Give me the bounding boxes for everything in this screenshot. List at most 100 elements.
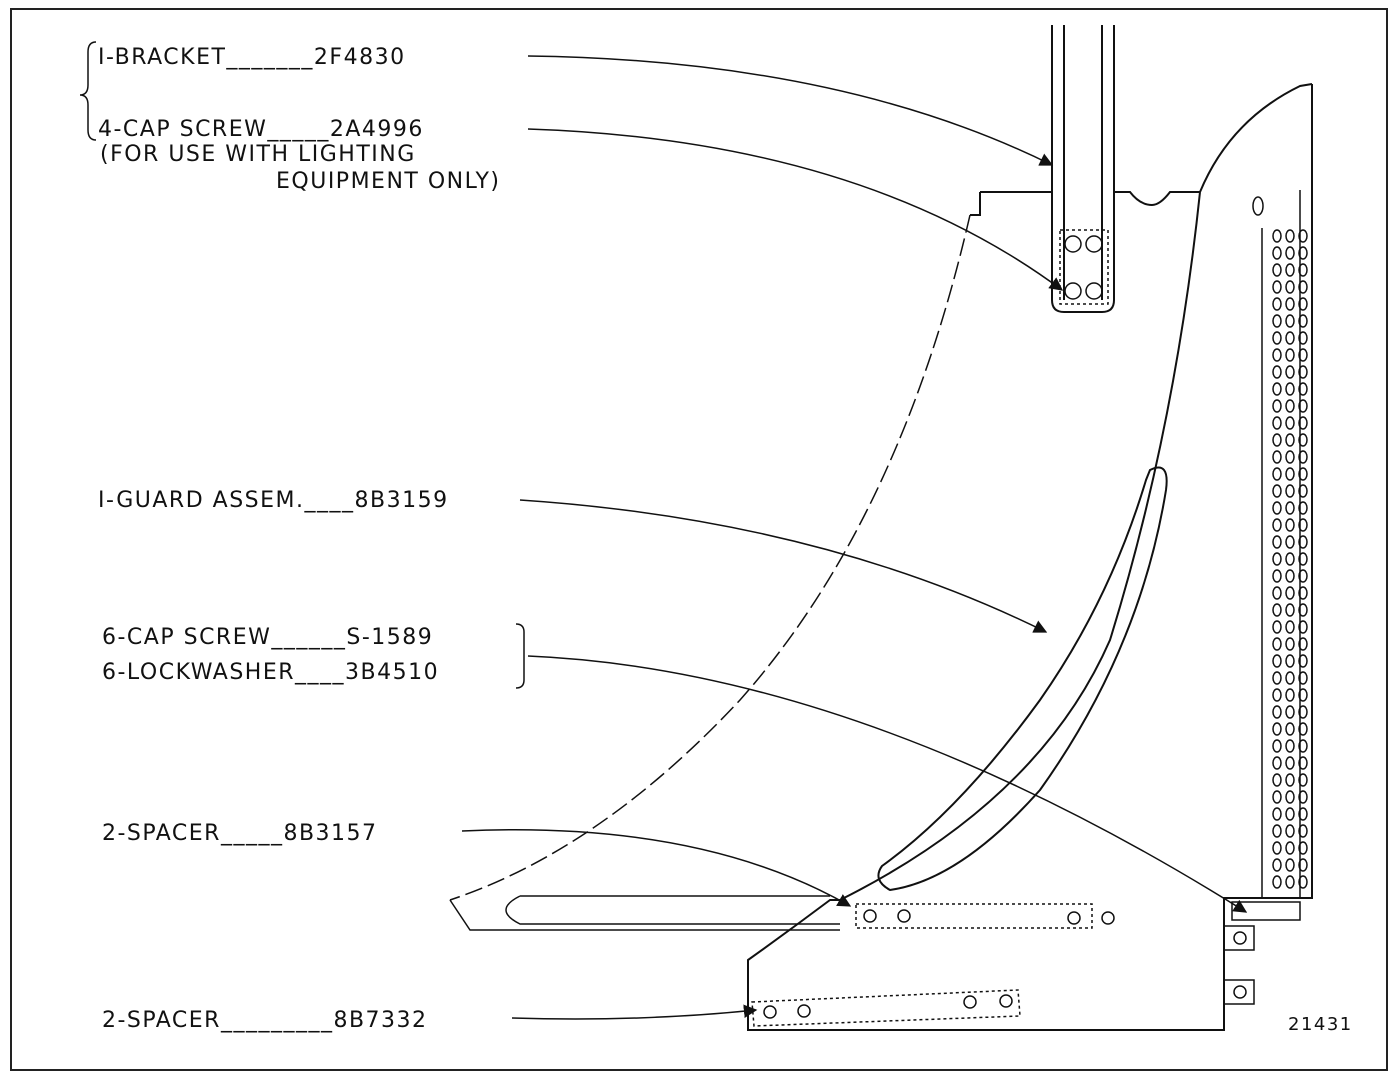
perforation-hole [1285,790,1295,804]
perforation-hole [1298,858,1308,872]
perforation-hole [1272,246,1282,260]
perforation-hole [1272,841,1282,855]
label-spacer-1: 2-SPACER_____8B3157 [102,821,378,846]
perforation-hole [1285,263,1295,277]
perforation-hole [1272,603,1282,617]
perforation-hole [1285,399,1295,413]
perforation-hole [1272,450,1282,464]
perforation-hole [1298,263,1308,277]
perforation-hole [1272,807,1282,821]
perforation-hole [1272,824,1282,838]
perforation-hole [1272,399,1282,413]
perforation-hole [1272,620,1282,634]
perforation-hole [1298,399,1308,413]
perforation-hole [1272,875,1282,889]
label-cap-screw-1: 4-CAP SCREW_____2A4996 [98,117,424,142]
leader-spacer-1 [461,829,852,907]
perforation-hole [1298,773,1308,787]
perforation-hole [1298,467,1308,481]
perforation-hole [1298,586,1308,600]
perforation-hole [1298,382,1308,396]
perforation-hole [1298,535,1308,549]
perforation-hole [1285,535,1295,549]
perforation-hole [1298,348,1308,362]
perforation-hole [1298,314,1308,328]
perforation-hole [1298,450,1308,464]
perforation-hole [1285,586,1295,600]
perforation-hole [1285,246,1295,260]
perforation-hole [1272,722,1282,736]
perforation-hole [1285,552,1295,566]
leader-lines [461,55,1248,1020]
leader-bracket [527,55,1054,166]
perforation-hole [1285,314,1295,328]
perforation-hole [1285,280,1295,294]
perforation-hole [1285,875,1295,889]
perforation-hole [1285,569,1295,583]
label-lockwasher: 6-LOCKWASHER____3B4510 [102,660,439,685]
perforation-hole [1272,586,1282,600]
cap-screw-hole [1064,235,1082,253]
perforation-hole [1298,246,1308,260]
label-cap-screw-note-1: (FOR USE WITH LIGHTING [100,142,416,167]
diagram-frame [10,8,1388,1071]
perforation-hole [1272,348,1282,362]
perforation-hole [1298,841,1308,855]
cap-screw-hole [1085,235,1103,253]
perforation-hole [1285,450,1295,464]
perforation-hole [1285,671,1295,685]
perforation-hole [1272,314,1282,328]
perforation-hole [1285,773,1295,787]
perforation-hole [1298,671,1308,685]
perforation-hole [1298,756,1308,770]
label-guard-assembly: I-GUARD ASSEM.____8B3159 [98,488,449,513]
perforation-hole [1298,416,1308,430]
perforation-hole [1272,756,1282,770]
perforation-hole [1298,569,1308,583]
perforation-hole [1298,807,1308,821]
perforation-hole [1272,484,1282,498]
screw-brace [515,623,525,689]
perforation-hole [1272,229,1282,243]
perforation-hole [1285,331,1295,345]
perforation-hole [1272,552,1282,566]
perforation-hole [1298,620,1308,634]
perforation-hole [1285,688,1295,702]
perforation-hole [1298,297,1308,311]
leader-cap-screw-1 [527,128,1064,291]
perforation-hole [1298,365,1308,379]
label-cap-screw-2: 6-CAP SCREW______S-1589 [102,625,433,650]
label-cap-screw-note-2: EQUIPMENT ONLY) [276,169,500,194]
perforation-hole [1272,705,1282,719]
perforation-hole [1298,705,1308,719]
perforation-hole [1285,348,1295,362]
perforation-hole [1272,365,1282,379]
perforation-hole [1285,637,1295,651]
perforated-screen [1261,190,1308,898]
perforation-hole [1272,535,1282,549]
perforation-hole [1285,603,1295,617]
perforation-hole [1298,552,1308,566]
perforation-hole [1285,824,1295,838]
leader-guard [519,499,1048,633]
perforation-hole [1298,603,1308,617]
perforation-hole [1272,790,1282,804]
perforation-hole [1285,841,1295,855]
perforation-hole [1285,722,1295,736]
perforation-hole [1285,858,1295,872]
perforation-hole [1272,739,1282,753]
perforation-hole [1298,280,1308,294]
perforation-hole [1285,501,1295,515]
perforation-hole [1298,688,1308,702]
perforation-hole [1298,229,1308,243]
label-spacer-2: 2-SPACER_________8B7332 [102,1008,428,1033]
perforation-hole [1298,518,1308,532]
perforation-hole [1272,773,1282,787]
perforation-hole [1272,331,1282,345]
perforation-hole [1285,484,1295,498]
perforation-hole [1272,416,1282,430]
perforation-hole [1272,280,1282,294]
perforation-hole [1285,654,1295,668]
bracket-part [1051,25,1115,313]
